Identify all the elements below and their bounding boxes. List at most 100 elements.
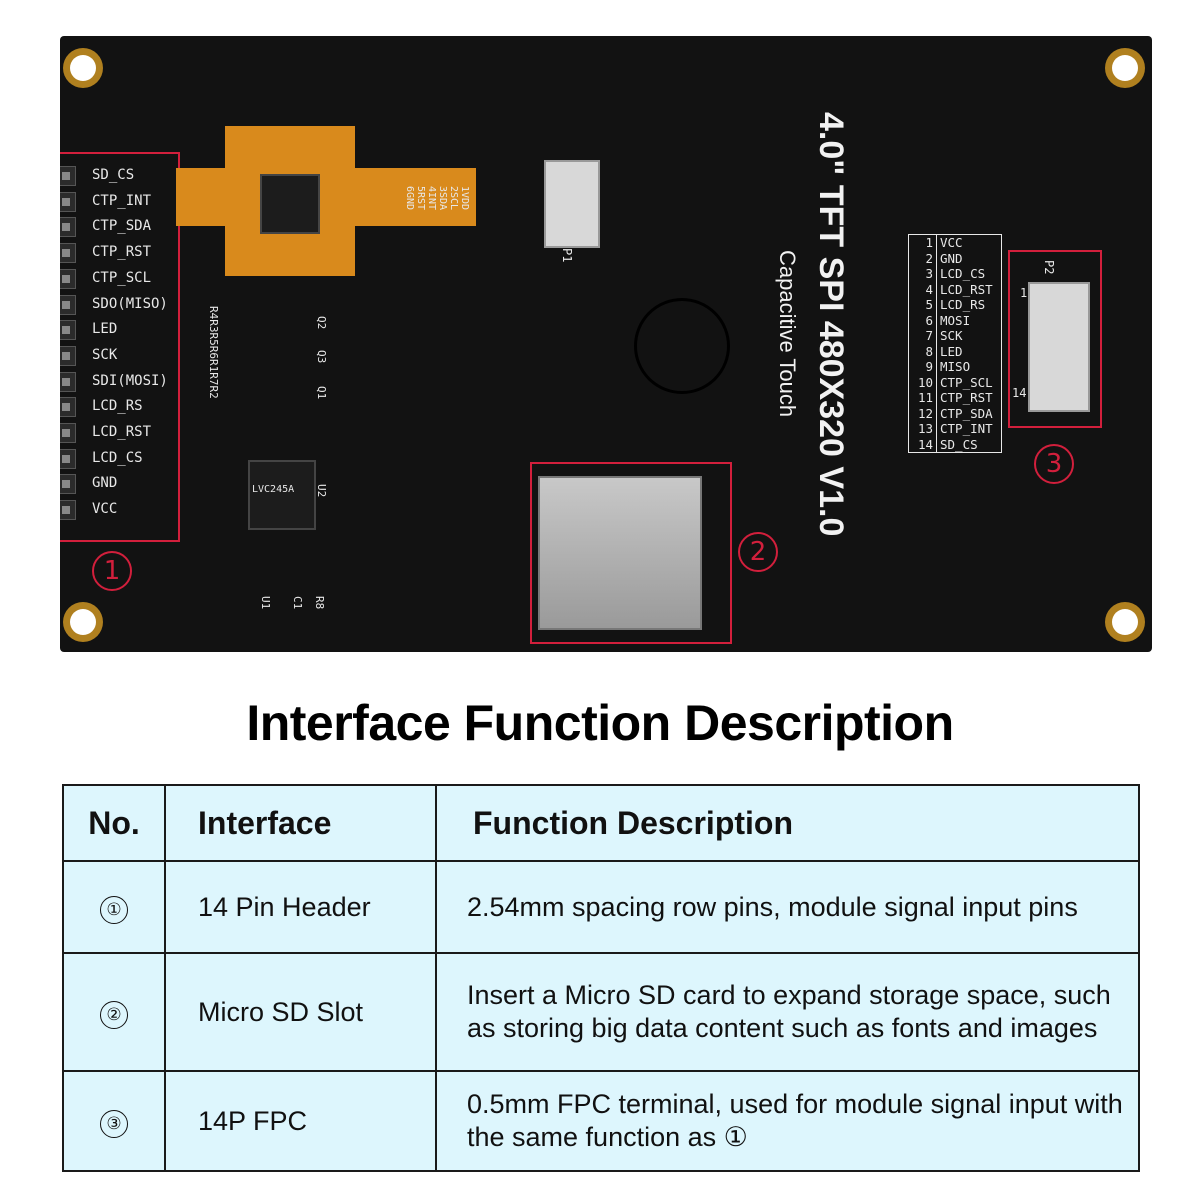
row-number: ① — [100, 895, 128, 924]
row-number: ② — [100, 1000, 128, 1029]
fpc-pin-number: 11 — [909, 390, 937, 406]
fpc-pin-number: 10 — [909, 374, 937, 390]
page-title: Interface Function Description — [246, 695, 954, 751]
header-interface: Interface — [164, 784, 437, 862]
header-pin — [60, 371, 76, 392]
fpc-pin-number: 5 — [909, 297, 937, 313]
row-interface: Micro SD Slot — [164, 952, 437, 1072]
marker-1: 1 — [92, 551, 132, 591]
label-q1: Q1 — [315, 386, 328, 400]
header-pin-label: LED — [92, 321, 118, 338]
fpc-pin-signal: LCD_RST — [940, 281, 993, 297]
touch-fpc-pin-label: 3SDA — [437, 186, 448, 211]
header-pin-label: LCD_CS — [92, 449, 143, 466]
fpc-pin-signal: CTP_SDA — [940, 405, 993, 421]
table-row: ① 14 Pin Header 2.54mm spacing row pins,… — [62, 860, 1140, 954]
row-number: ③ — [100, 1109, 128, 1138]
micro-sd-slot — [538, 476, 702, 630]
header-pin-label: SDO(MISO) — [92, 295, 168, 312]
header-function: Function Description — [435, 784, 1140, 862]
header-pin — [60, 294, 76, 315]
label-r8: R8 — [313, 596, 326, 610]
header-pin — [60, 423, 76, 443]
row-interface: 14P FPC — [164, 1070, 437, 1172]
header-pin-label: GND — [92, 475, 118, 492]
header-pin-label: CTP_RST — [92, 244, 152, 261]
header-pin — [60, 268, 76, 289]
mounting-hole-top-left — [63, 48, 103, 88]
header-pin — [60, 397, 76, 418]
fpc-highlight — [1008, 250, 1102, 428]
label-q3: Q3 — [315, 350, 328, 364]
header-pin-label: LCD_RS — [92, 398, 143, 415]
header-pin-label: CTP_SCL — [92, 269, 152, 286]
fpc-pin-signal: GND — [940, 250, 963, 266]
fpc-pin-number: 12 — [909, 405, 937, 421]
fpc-connector — [1028, 282, 1090, 412]
fpc-pin-number: 3 — [909, 266, 937, 282]
fpc-pin-number: 14 — [909, 436, 937, 452]
label-c1: C1 — [291, 596, 304, 610]
mounting-hole-bottom-left — [63, 602, 103, 642]
sd-slot-highlight — [530, 462, 732, 644]
touch-fpc-pin-label: 4INT — [426, 186, 437, 211]
header-pin-label: SD_CS — [92, 167, 135, 183]
label-p1: P1 — [560, 248, 574, 263]
fpc-pin-signal: MOSI — [940, 312, 971, 328]
table-row: ③ 14P FPC 0.5mm FPC terminal, used for m… — [62, 1070, 1140, 1172]
fpc-pin-number: 8 — [909, 343, 937, 359]
mounting-hole-top-right — [1105, 48, 1145, 88]
row-function: Insert a Micro SD card to expand storage… — [435, 952, 1140, 1072]
header-pin — [60, 474, 76, 495]
buffer-chip-u2 — [248, 460, 316, 530]
header-pin-label: CTP_SDA — [92, 218, 152, 235]
fpc-pin-number: 9 — [909, 359, 937, 375]
label-q2: Q2 — [315, 316, 328, 330]
header-pin — [60, 320, 76, 341]
fpc-pin-number: 1 — [909, 235, 937, 251]
header-pin — [60, 500, 76, 521]
marker-3: 3 — [1034, 444, 1074, 484]
label-u2: U2 — [315, 484, 328, 498]
fpc-pin-number: 13 — [909, 421, 937, 437]
touch-fpc-pin-label: 2SCL — [448, 186, 459, 211]
table-header-row: No. Interface Function Description — [62, 784, 1140, 862]
fpc-pin-number: 7 — [909, 328, 937, 344]
fpc-pin-signal: SCK — [940, 328, 963, 343]
row-function: 2.54mm spacing row pins, module signal i… — [435, 860, 1140, 954]
row-interface: 14 Pin Header — [164, 860, 437, 954]
table-row: ② Micro SD Slot Insert a Micro SD card t… — [62, 952, 1140, 1072]
touch-fpc-pin-label: 1VDD — [459, 186, 470, 211]
header-pin — [60, 166, 76, 186]
header-pin — [60, 345, 76, 366]
fpc-pin1-label: 1 — [1020, 286, 1028, 300]
fpc-pin-signal: CTP_SCL — [940, 374, 993, 390]
fpc-pin-signal: SD_CS — [940, 436, 978, 452]
fpc-pin-signal: LCD_RS — [940, 297, 986, 312]
fpc-pin-number: 2 — [909, 250, 937, 266]
fpc-pin-signal: CTP_RST — [940, 390, 993, 405]
header-pin-label: LCD_RST — [92, 424, 152, 440]
row-function: 0.5mm FPC terminal, used for module sign… — [435, 1070, 1140, 1172]
touch-fpc-pin-label: 5RST — [415, 186, 426, 211]
chip-text: LVC245A — [252, 484, 295, 495]
resistor-labels: R4R3R5R6R1R7R2 — [207, 306, 220, 399]
fpc-pin-signal: VCC — [940, 235, 963, 250]
label-u1: U1 — [259, 596, 272, 610]
header-pin — [60, 217, 76, 238]
interface-table: No. Interface Function Description ① 14 … — [62, 784, 1140, 1172]
header-no: No. — [62, 784, 166, 862]
fpc-pin-signal: LCD_CS — [940, 266, 986, 281]
fpc-pin-number: 6 — [909, 312, 937, 328]
